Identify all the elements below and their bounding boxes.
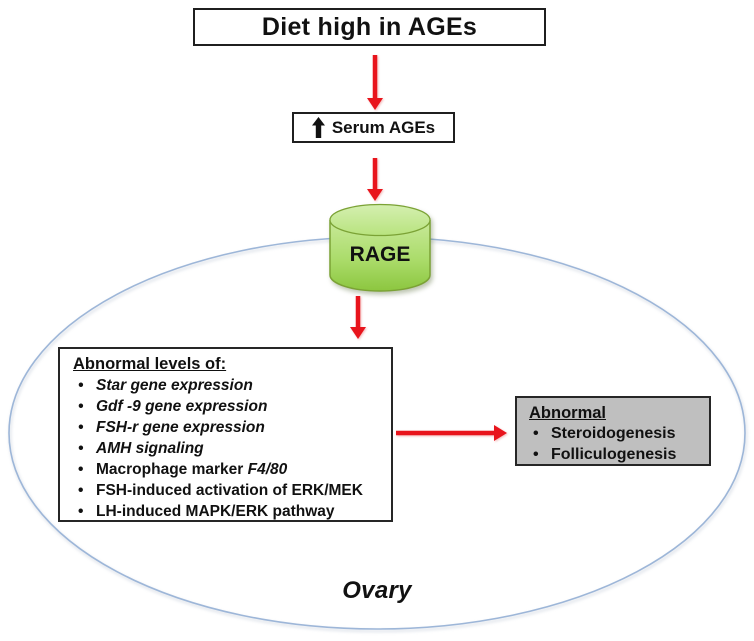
list-item: Macrophage marker F4/80 [71,459,383,480]
down-arrow-serum-to-rage-icon [367,158,383,201]
arrow-head [367,98,383,110]
outcome-list: Steroidogenesis Folliculogenesis [529,423,705,465]
list-item: LH-induced MAPK/ERK pathway [71,501,383,522]
list-item-text: Macrophage marker [96,461,248,478]
abnormal-levels-title: Abnormal levels of: [73,355,227,373]
ovary-label: Ovary [342,577,412,604]
serum-ages-box: Serum AGEs [292,112,455,143]
cylinder-top [329,203,431,237]
list-item: AMH signaling [71,438,383,459]
arrow-head [350,327,366,339]
list-item: FSH-r gene expression [71,417,383,438]
list-item: Gdf -9 gene expression [71,396,383,417]
abnormal-levels-list: Star gene expression Gdf -9 gene express… [71,375,383,522]
arrow-head [494,425,507,441]
right-arrow-levels-to-outcome-icon [396,425,507,441]
up-arrow-shape [311,117,325,138]
arrow-head [367,189,383,201]
list-item: Star gene expression [71,375,383,396]
cylinder-body [329,220,431,292]
list-item: Folliculogenesis [529,444,705,465]
down-arrow-diet-to-serum-icon [367,55,383,110]
up-arrow-icon [311,117,325,138]
list-item-italic-term: F4/80 [247,461,288,478]
serum-ages-label: Serum AGEs [331,117,436,137]
abnormal-levels-box: Abnormal levels of: Star gene expression… [58,347,393,522]
outcome-title: Abnormal [529,404,607,422]
rage-cylinder: RAGE [329,203,431,292]
down-arrow-rage-to-levels-icon [350,296,366,339]
list-item: FSH-induced activation of ERK/MEK [71,480,383,501]
abnormal-outcome-box: Abnormal Steroidogenesis Folliculogenesi… [515,396,711,466]
diet-high-in-ages-box: Diet high in AGEs [193,8,546,46]
list-item: Steroidogenesis [529,423,705,444]
rage-label: RAGE [350,243,411,266]
